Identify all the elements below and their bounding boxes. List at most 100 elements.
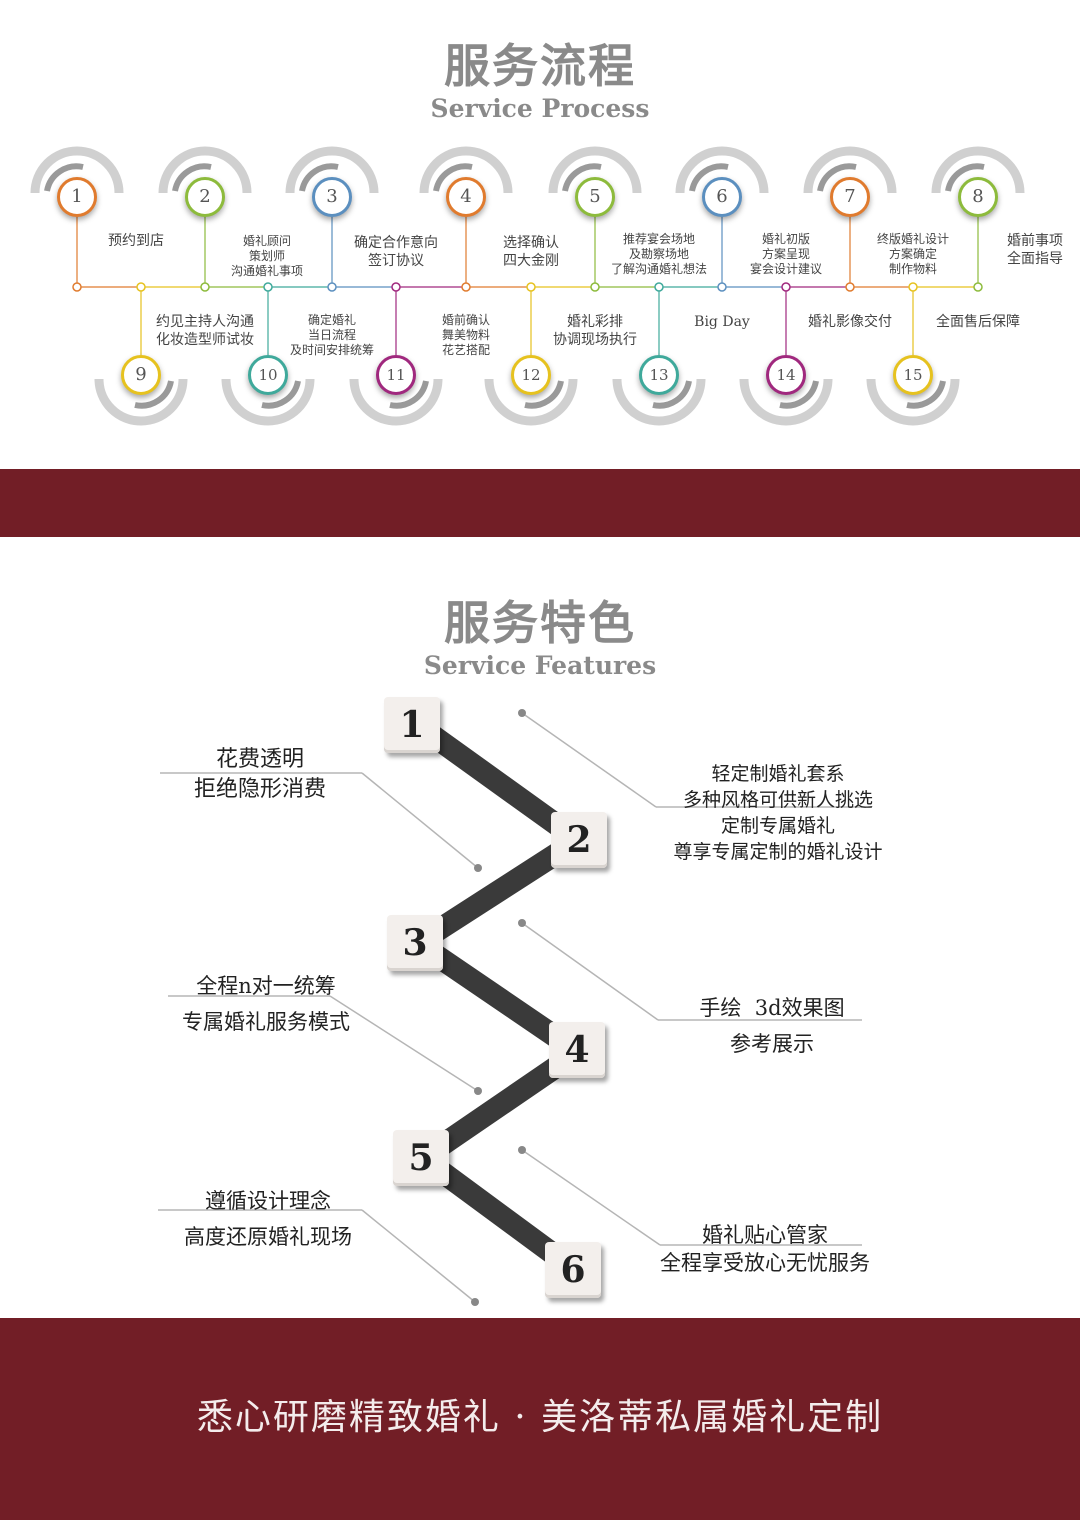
timeline-node bbox=[72, 282, 82, 292]
process-title-cn: 服务流程 bbox=[444, 39, 636, 93]
feature-item-3: 全程n对一统筹 专属婚礼服务模式 bbox=[182, 968, 350, 1040]
ring-arc-dark bbox=[945, 163, 985, 192]
feature-item-2: 轻定制婚礼套系 多种风格可供新人挑选 定制专属婚礼 尊享专属定制的婚礼设计 bbox=[673, 761, 882, 865]
ring-arc bbox=[158, 146, 252, 194]
ring-arc-dark bbox=[906, 380, 946, 409]
features-title-en: Service Features bbox=[423, 651, 657, 680]
step-circle-5: 5 bbox=[575, 177, 615, 217]
step-circle-15: 15 bbox=[893, 355, 933, 395]
ring-arc-dark bbox=[134, 380, 174, 409]
feature-block-5: 5 bbox=[393, 1130, 449, 1186]
ring-arc bbox=[285, 146, 379, 194]
step-label-12: 婚礼彩排 协调现场执行 bbox=[553, 314, 637, 348]
ring-arc bbox=[484, 378, 578, 426]
timeline-node bbox=[263, 282, 273, 292]
feature-item-3-line2: 专属婚礼服务模式 bbox=[182, 1010, 350, 1034]
ring-arc bbox=[30, 146, 124, 194]
feature-item-6-line1: 婚礼贴心管家 bbox=[702, 1223, 828, 1247]
features-zigzag bbox=[158, 709, 862, 1306]
step-label-2: 婚礼顾问 策划师 沟通婚礼事项 bbox=[230, 234, 304, 278]
ring-arc-dark bbox=[779, 380, 819, 409]
feature-item-4: 手绘 3d效果图 参考展示 bbox=[699, 990, 844, 1062]
timeline-node bbox=[136, 282, 146, 292]
ring-arc bbox=[803, 146, 897, 194]
step-label-11: 婚前确认 舞美物料 花艺搭配 bbox=[441, 313, 491, 357]
step-circle-12: 12 bbox=[511, 355, 551, 395]
ring-arc-dark bbox=[524, 380, 564, 409]
feature-item-4-line1: 手绘 3d效果图 bbox=[699, 996, 845, 1020]
ring-arc bbox=[739, 378, 833, 426]
timeline-node bbox=[590, 282, 600, 292]
feature-item-3-line1: 全程n对一统筹 bbox=[196, 974, 336, 998]
features-title: 服务特色 Service Features bbox=[0, 595, 1080, 681]
feature-item-2-line4: 尊享专属定制的婚礼设计 bbox=[673, 841, 883, 863]
ring-arc-dark bbox=[172, 163, 212, 192]
step-label-6: 婚礼初版 方案呈现 宴会设计建议 bbox=[749, 232, 823, 276]
ring-arc-dark bbox=[562, 163, 602, 192]
step-circle-2: 2 bbox=[185, 177, 225, 217]
feature-item-2-line2: 多种风格可供新人挑选 bbox=[682, 789, 874, 811]
feature-item-6-line2: 全程享受放心无忧服务 bbox=[660, 1251, 870, 1275]
ring-arc bbox=[548, 146, 642, 194]
step-label-1: 预约到店 bbox=[108, 233, 164, 249]
timeline-node bbox=[526, 282, 536, 292]
ring-arc bbox=[612, 378, 706, 426]
ring-arc-dark bbox=[817, 163, 857, 192]
step-label-4: 选择确认 四大金刚 bbox=[503, 235, 559, 269]
step-label-14: 婚礼影像交付 bbox=[808, 314, 892, 330]
ring-arc-dark bbox=[689, 163, 729, 192]
features-title-cn: 服务特色 bbox=[444, 596, 636, 650]
feature-item-4-line2: 参考展示 bbox=[730, 1032, 814, 1056]
step-label-8: 婚前事项 全面指导 bbox=[1007, 233, 1063, 267]
step-circle-3: 3 bbox=[312, 177, 352, 217]
feature-item-5-line2: 高度还原婚礼现场 bbox=[184, 1225, 352, 1249]
step-circle-8: 8 bbox=[958, 177, 998, 217]
timeline-node bbox=[200, 282, 210, 292]
timeline-node bbox=[908, 282, 918, 292]
step-label-7: 终版婚礼设计 方案确定 制作物料 bbox=[876, 232, 950, 276]
step-label-5: 推荐宴会场地 及勘察场地 了解沟通婚礼想法 bbox=[610, 232, 708, 276]
step-circle-9: 9 bbox=[121, 355, 161, 395]
step-label-9: 约见主持人沟通 化妆造型师试妆 bbox=[156, 314, 254, 348]
step-circle-11: 11 bbox=[376, 355, 416, 395]
step-label-10: 确定婚礼 当日流程 及时间安排统筹 bbox=[289, 313, 375, 357]
timeline-node bbox=[461, 282, 471, 292]
feature-block-4: 4 bbox=[549, 1022, 605, 1078]
feature-block-2: 2 bbox=[551, 812, 607, 868]
ring-arc-dark bbox=[44, 163, 84, 192]
step-circle-13: 13 bbox=[639, 355, 679, 395]
feature-item-1-line1: 花费透明 bbox=[215, 747, 305, 772]
timeline-node bbox=[973, 282, 983, 292]
ring-arc bbox=[675, 146, 769, 194]
feature-block-6: 6 bbox=[545, 1242, 601, 1298]
feature-item-2-line1: 轻定制婚礼套系 bbox=[711, 763, 845, 785]
step-circle-7: 7 bbox=[830, 177, 870, 217]
feature-block-3: 3 bbox=[387, 915, 443, 971]
feature-item-6: 婚礼贴心管家 全程享受放心无忧服务 bbox=[660, 1221, 870, 1277]
ring-arc bbox=[419, 146, 513, 194]
process-timeline bbox=[30, 146, 1025, 426]
feature-item-2-line3: 定制专属婚礼 bbox=[720, 815, 836, 837]
process-title: 服务流程 Service Process bbox=[0, 38, 1080, 124]
feature-block-1: 1 bbox=[384, 697, 440, 753]
ring-arc-dark bbox=[433, 163, 473, 192]
step-label-13: Big Day bbox=[694, 314, 750, 330]
ring-arc bbox=[349, 378, 443, 426]
step-circle-1: 1 bbox=[57, 177, 97, 217]
ring-arc-dark bbox=[261, 380, 301, 409]
divider-band bbox=[0, 469, 1080, 537]
step-circle-10: 10 bbox=[248, 355, 288, 395]
timeline-node bbox=[845, 282, 855, 292]
ring-arc bbox=[931, 146, 1025, 194]
ring-arc-dark bbox=[389, 380, 429, 409]
step-label-15: 全面售后保障 bbox=[936, 314, 1020, 330]
timeline-node bbox=[327, 282, 337, 292]
footer-slogan: 悉心研磨精致婚礼 · 美洛蒂私属婚礼定制 bbox=[196, 1397, 884, 1438]
feature-item-5-line1: 遵循设计理念 bbox=[205, 1189, 331, 1213]
feature-item-1-line2: 拒绝隐形消费 bbox=[193, 777, 327, 802]
feature-item-5: 遵循设计理念 高度还原婚礼现场 bbox=[184, 1183, 352, 1255]
step-circle-14: 14 bbox=[766, 355, 806, 395]
ring-arc-dark bbox=[299, 163, 339, 192]
timeline-node bbox=[654, 282, 664, 292]
